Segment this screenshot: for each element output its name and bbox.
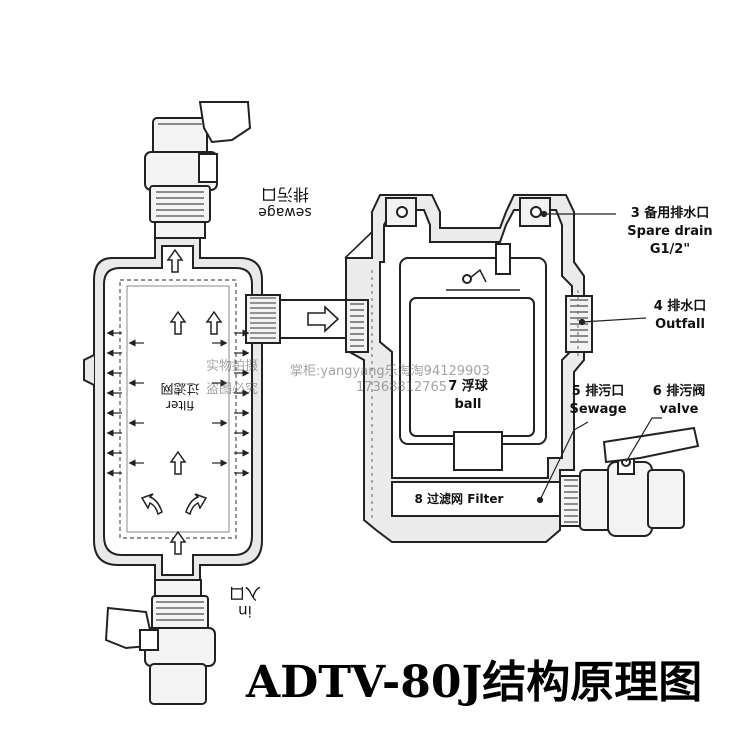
sewage-top-en: sewage (258, 204, 312, 220)
watermark-phone: 17368812765 (356, 380, 447, 395)
spare-drain-line3: G1/2" (649, 242, 691, 257)
filter-left-en: filter (166, 398, 194, 412)
spare-drain-line1: 3 备用排水口 (630, 206, 710, 221)
bottom-inlet-valve (104, 579, 216, 705)
inlet-en: in (238, 602, 252, 620)
sewage-top-cn: 排污口 (261, 185, 310, 204)
trap-body (344, 194, 593, 543)
sewage-line2: Sewage (569, 402, 627, 417)
valve-line2: valve (659, 402, 699, 417)
callout-valve: 6 排污阀 valve (644, 383, 714, 419)
callout-spare-drain: 3 备用排水口 Spare drain G1/2" (612, 205, 728, 259)
callout-filter: 8 过滤网 Filter (396, 490, 522, 508)
drain-valve (559, 426, 700, 537)
spare-drain-line2: Spare drain (627, 224, 713, 239)
callout-ball: 7 浮球 ball (436, 378, 500, 414)
callout-sewage: 5 排污口 Sewage (560, 383, 636, 419)
outfall-line2: Outfall (655, 317, 705, 332)
top-sewage-valve (144, 101, 252, 239)
sewage-line1: 5 排污口 (571, 384, 625, 399)
filter-left-cn: 过滤网 (160, 380, 200, 395)
flow-arrows-up (140, 248, 223, 555)
flow-arrow (307, 305, 340, 333)
diagram-title: ADTV-80J结构原理图 (246, 657, 703, 708)
inlet-label: in 入口 (220, 584, 270, 620)
callout-outfall: 4 排水口 Outfall (640, 298, 720, 334)
filter-line1: 8 过滤网 Filter (414, 492, 504, 506)
watermark-line1: 实物拍摄 (206, 359, 259, 374)
outfall-line1: 4 排水口 (653, 299, 707, 314)
filter-left-label: filter 过滤网 (145, 378, 215, 414)
callout-leaders (536, 210, 662, 504)
inlet-cn: 入口 (229, 584, 262, 603)
sewage-top-label: sewage 排污口 (250, 185, 320, 221)
ball-line2: ball (454, 397, 482, 412)
ball-line1: 7 浮球 (448, 379, 488, 394)
flow-arrows-out (106, 329, 250, 477)
watermark-shop: 掌柜:yangyang乐淘淘94129903 (290, 364, 490, 379)
watermark-line2: 盗图必究 (206, 382, 259, 397)
valve-line1: 6 排污阀 (652, 384, 706, 399)
